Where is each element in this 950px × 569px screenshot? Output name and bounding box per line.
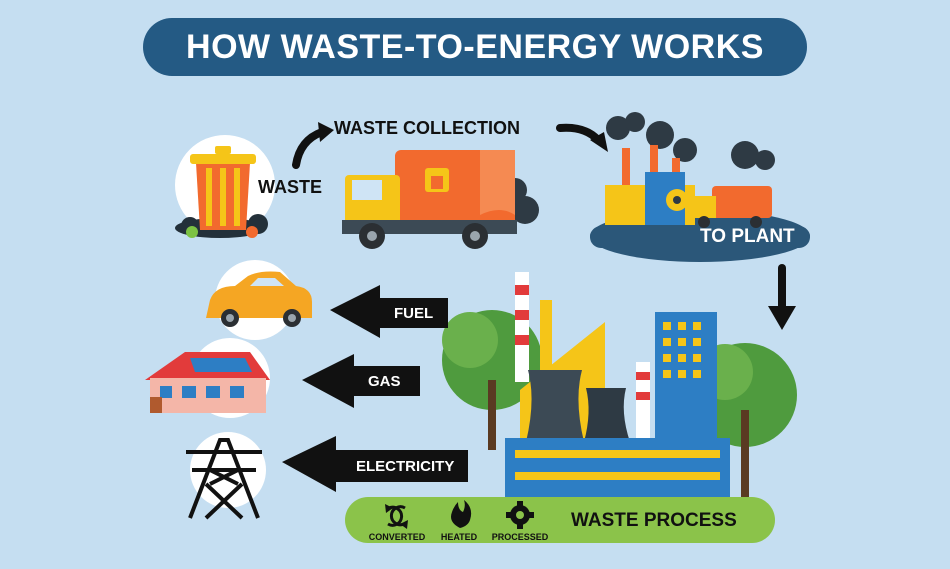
waste-label: WASTE xyxy=(258,177,323,197)
arrow-icon xyxy=(556,123,608,152)
arrow-icon xyxy=(292,122,334,169)
garbage-truck-icon xyxy=(342,150,539,249)
waste-process-label: WASTE PROCESS xyxy=(571,510,737,531)
gas-label: GAS xyxy=(368,373,401,390)
step-label-heated: HEATED xyxy=(440,532,478,542)
trash-bin-icon xyxy=(175,135,275,238)
arrow-icon xyxy=(768,264,796,330)
factory-icon xyxy=(442,272,797,500)
page-title: HOW WASTE-TO-ENERGY WORKS xyxy=(143,18,807,76)
recycle-arrows-icon xyxy=(385,504,408,529)
house-icon xyxy=(145,338,270,418)
electricity-label: ELECTRICITY xyxy=(356,458,455,475)
factory-icon xyxy=(590,112,810,262)
arrow-icon xyxy=(282,436,468,492)
to-plant-label: TO PLANT xyxy=(700,226,795,247)
process-bar xyxy=(345,497,775,543)
waste-collection-label: WASTE COLLECTION xyxy=(334,118,520,138)
power-pylon-icon xyxy=(186,432,266,520)
arrow-icon xyxy=(330,285,448,338)
step-label-converted: CONVERTED xyxy=(368,532,426,542)
gear-icon xyxy=(506,501,534,529)
fuel-label: FUEL xyxy=(394,305,434,322)
step-label-processed: PROCESSED xyxy=(491,532,549,542)
flame-icon xyxy=(451,500,472,528)
car-icon xyxy=(206,260,312,340)
arrow-icon xyxy=(302,354,420,408)
